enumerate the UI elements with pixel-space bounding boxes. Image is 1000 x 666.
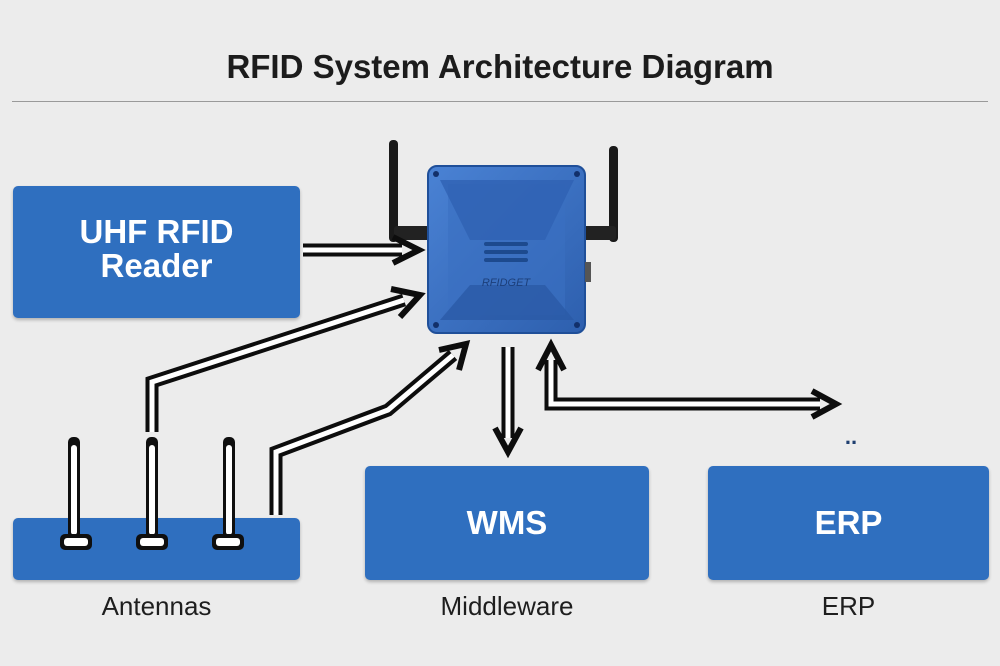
rfid-reader-device bbox=[427, 165, 591, 334]
reader-box: UHF RFID Reader bbox=[13, 186, 300, 318]
antennas-caption: Antennas bbox=[101, 591, 212, 621]
arrow-device-to-wms bbox=[492, 347, 524, 459]
arrow-antenna-to-device-upper bbox=[145, 286, 426, 432]
erp-box-label: ERP bbox=[814, 504, 883, 541]
wms-box: WMS bbox=[365, 466, 649, 580]
erp-box: ERP bbox=[708, 466, 989, 580]
antenna-rod-1 bbox=[60, 437, 92, 550]
device-antenna-left bbox=[389, 140, 430, 242]
antenna-rod-2 bbox=[136, 437, 168, 550]
device-antenna-right bbox=[582, 146, 618, 242]
antenna-rod-3 bbox=[212, 437, 244, 550]
arrow-device-erp-bidirectional bbox=[535, 338, 843, 420]
arrow-antenna-to-device-lower bbox=[269, 339, 471, 515]
diagram-title: RFID System Architecture Diagram bbox=[226, 48, 774, 85]
reader-box-line1: UHF RFID bbox=[79, 213, 234, 250]
ellipsis-marker: .. bbox=[845, 424, 857, 449]
device-brand-label: RFIDGET bbox=[482, 277, 532, 289]
middleware-caption: Middleware bbox=[440, 591, 574, 621]
title-divider bbox=[12, 101, 988, 102]
arrow-reader-to-device bbox=[303, 234, 426, 266]
reader-box-line2: Reader bbox=[100, 247, 213, 284]
wms-box-label: WMS bbox=[466, 504, 548, 541]
erp-caption: ERP bbox=[821, 591, 876, 621]
